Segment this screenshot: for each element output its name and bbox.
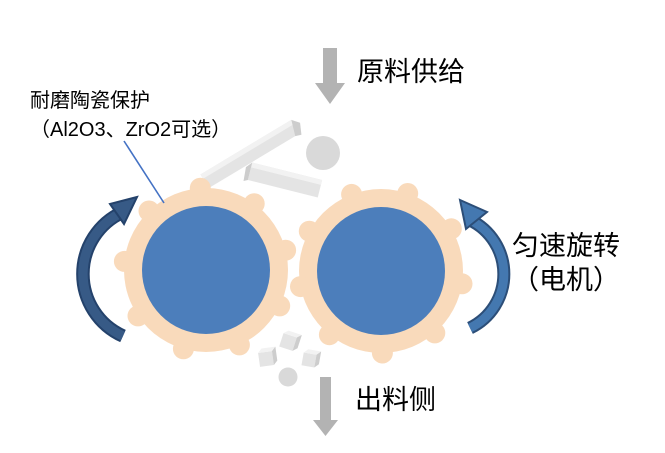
roller-left-core [142,206,270,334]
discharge-side-label: 出料侧 [355,385,436,415]
roller-left-ring-bump [113,250,135,272]
rotation-arrow-left [76,195,139,343]
uniform-rotation-line1: 匀速旋转 [512,231,620,261]
crushed-particles [258,330,322,387]
crushed-cube [279,330,302,351]
feed-down-arrow-icon [315,48,345,104]
roller-left [113,177,297,360]
crushed-ball [278,367,298,387]
crushed-cube [258,346,278,367]
roller-left-ring-bump [189,177,211,199]
roller-left-ring-bump [228,334,250,356]
roller-right-core [317,207,445,335]
roller-right-ring-bump [298,220,320,242]
roller-right-ring-bump [290,276,311,298]
ceramic-protection-line2: （Al2O3、ZrO2可选） [30,119,232,141]
rollers [113,177,473,364]
uniform-rotation-line2: （电机） [512,265,620,295]
roller-right-ring-bump [318,324,340,346]
discharge-down-arrow-icon [313,377,338,436]
ceramic-protection-line1: 耐磨陶瓷保护 [30,90,150,112]
rotation-arrowhead-right [458,198,489,231]
raw-material-bar-short [243,162,323,198]
roller-left-ring-bump [275,239,297,261]
roller-left-ring-bump [127,305,149,327]
roller-right-ring-bump [440,218,462,240]
ceramic-protection-label: 耐磨陶瓷保护 （Al2O3、ZrO2可选） [30,87,231,145]
roller-left-ring-bump [243,193,265,215]
roller-right [290,183,473,364]
roller-left-ring-bump [138,200,160,222]
crushed-cube [301,349,322,368]
roller-left-ring-bump [269,295,291,317]
roller-left-ring-bump [172,338,194,360]
uniform-rotation-label: 匀速旋转 （电机） [512,229,620,297]
rotation-arrowhead-left [108,195,139,226]
roller-right-ring-bump [451,273,473,295]
roller-right-ring-bump [371,342,393,364]
raw-material-bar-long [200,119,302,189]
ceramic-label-leader-line [123,140,165,204]
rotation-arrow-right [458,198,511,334]
roller-right-ring-bump [424,322,446,344]
roller-right-ring-bump [397,183,419,204]
roller-right-ring-bump [341,183,363,205]
feed-supply-label: 原料供给 [357,57,465,87]
raw-material-ball [306,136,340,170]
